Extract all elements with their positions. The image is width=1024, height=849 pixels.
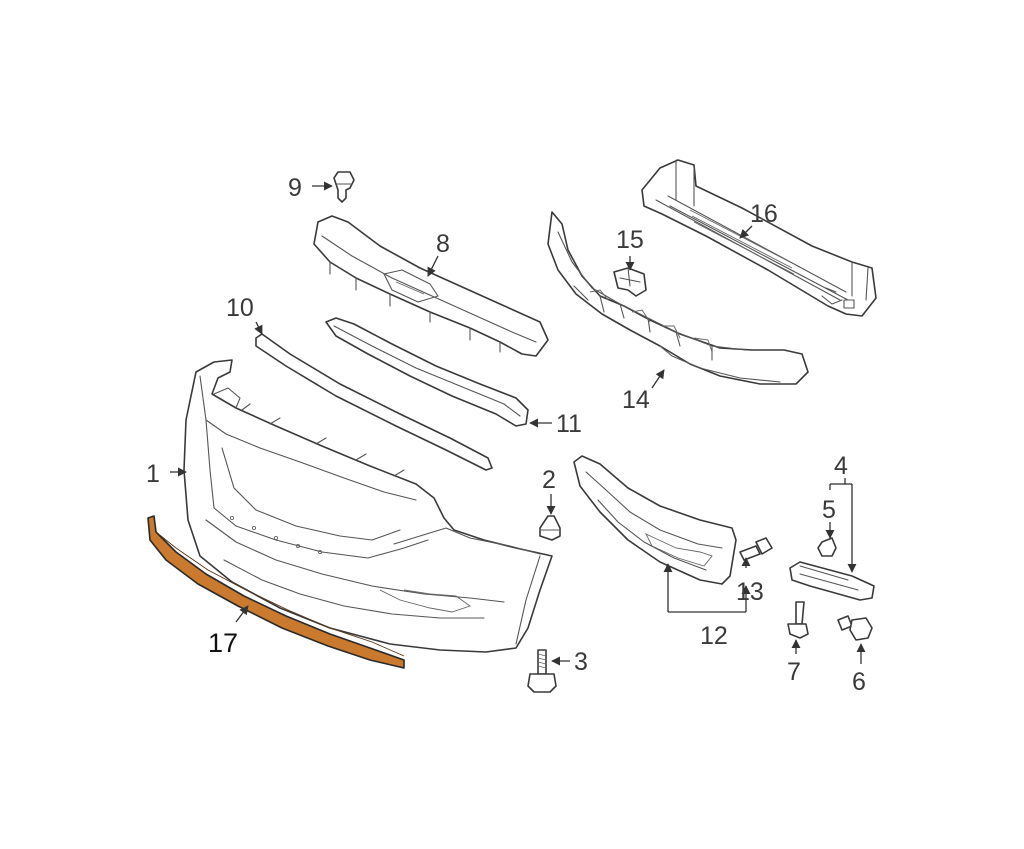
part-4-side-bracket: [789, 561, 875, 601]
part-3-bolt: [527, 649, 557, 693]
part-7-screw: [787, 601, 809, 639]
part-17-lower-lip-highlighted: [147, 515, 405, 669]
callout-17: 17: [208, 628, 238, 658]
callout-8: 8: [436, 230, 450, 258]
part-11-grille-molding: [325, 317, 529, 427]
callout-11: 11: [556, 410, 582, 438]
part-14-energy-absorber: [547, 211, 809, 385]
part-1-bumper-cover: [183, 359, 553, 653]
callout-16: 16: [750, 200, 778, 228]
part-15-bracket: [613, 267, 647, 297]
callout-13: 13: [736, 578, 764, 606]
part-2-push-clip: [539, 515, 561, 541]
callout-12: 12: [700, 622, 728, 650]
part-6-bolt: [837, 615, 873, 641]
callout-1: 1: [146, 460, 160, 488]
callout-10: 10: [226, 294, 254, 322]
callout-15: 15: [616, 226, 644, 254]
callout-7: 7: [787, 658, 801, 686]
part-16-bumper-reinforcement-beam: [641, 159, 877, 317]
callout-5: 5: [822, 496, 836, 524]
callout-3: 3: [574, 648, 588, 676]
callout-4: 4: [834, 452, 848, 480]
part-12-fog-lamp-bezel: [573, 455, 737, 585]
callout-2: 2: [542, 466, 556, 494]
callout-14: 14: [622, 386, 650, 414]
part-10-strip: [255, 333, 493, 471]
part-8-upper-support: [313, 215, 549, 357]
part-9-clip: [333, 171, 355, 203]
callout-6: 6: [852, 668, 866, 696]
part-13-screw: [739, 537, 773, 561]
callout-9: 9: [288, 174, 302, 202]
part-5-nut: [817, 537, 837, 557]
leader-lines: [170, 181, 866, 666]
